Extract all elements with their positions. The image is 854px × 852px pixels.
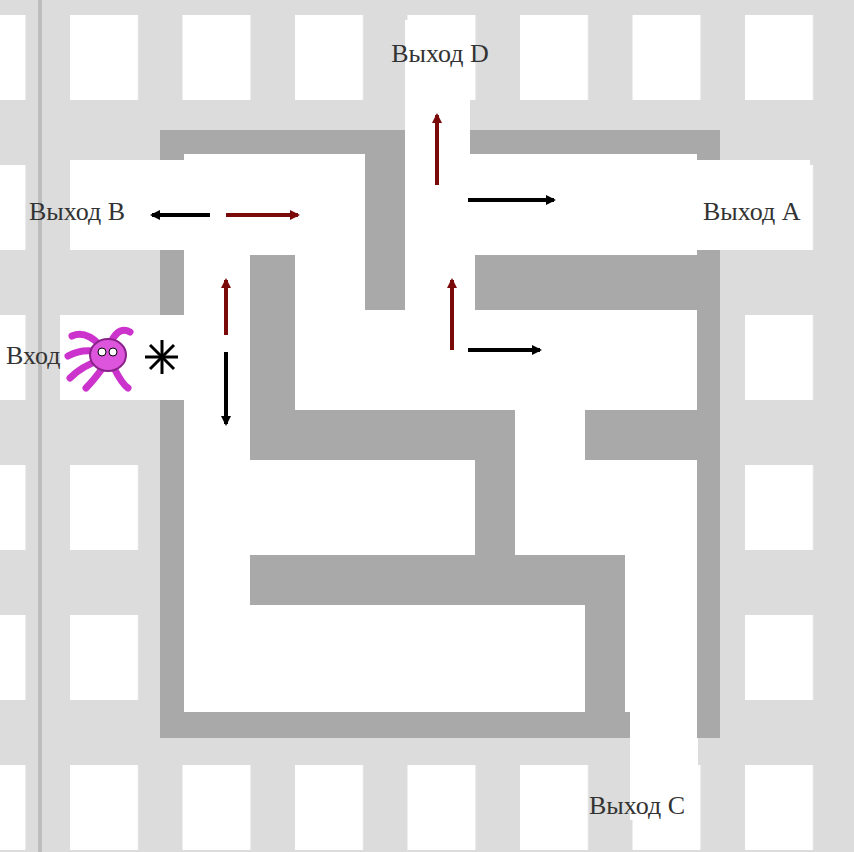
exit-label: Выход C	[586, 792, 688, 820]
maze-walls	[160, 130, 720, 738]
direction-arrows	[152, 115, 554, 424]
entrance-label: Вход	[3, 342, 64, 370]
spider-icon	[68, 330, 130, 388]
maze-floor	[160, 130, 720, 738]
exit-label: Выход D	[388, 40, 492, 68]
exit-label: Выход B	[26, 198, 128, 226]
page-edge	[38, 0, 42, 852]
start-star	[145, 340, 178, 374]
exit-label: Выход A	[700, 198, 804, 226]
